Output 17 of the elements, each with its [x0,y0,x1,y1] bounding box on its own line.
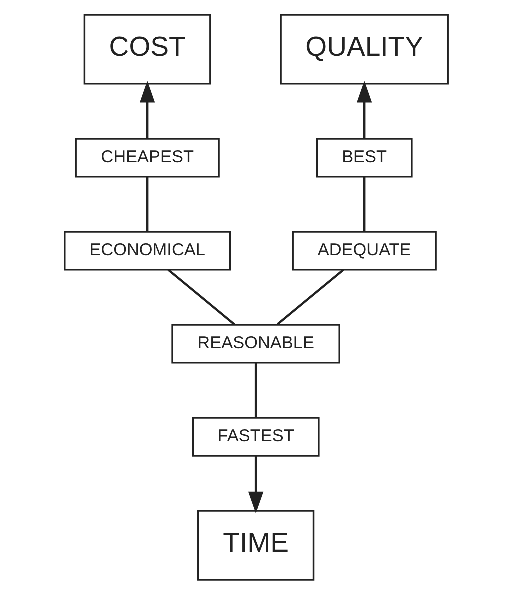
connector [363,177,366,232]
node-box: BEST [316,138,413,178]
node-box: FASTEST [192,417,320,457]
node-box: REASONABLE [172,324,340,364]
node-box: TIME [198,510,315,581]
arrow [248,456,264,514]
node-box: ECONOMICAL [64,231,232,271]
node-box: ADEQUATE [292,231,437,271]
connector [146,177,149,232]
arrow [140,81,156,139]
node-box: COST [84,14,212,85]
node-box: QUALITY [280,14,449,85]
node-box: CHEAPEST [75,138,220,178]
connector [168,269,236,326]
arrow [356,81,372,139]
connector [254,363,258,418]
connector [276,269,344,326]
